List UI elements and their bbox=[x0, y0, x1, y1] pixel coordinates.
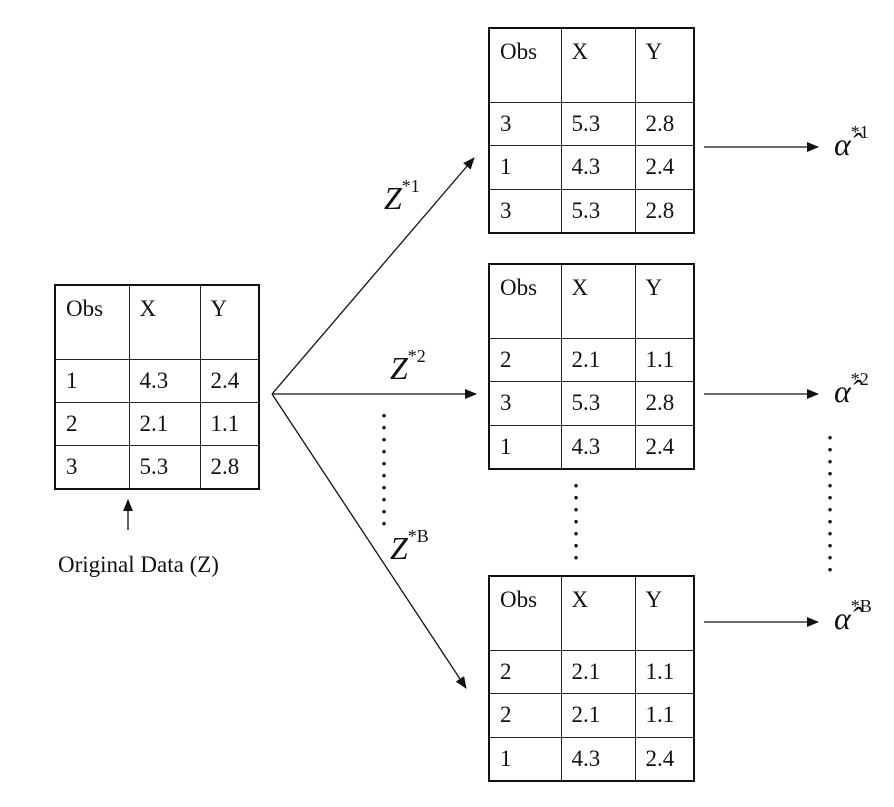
header-obs: Obs bbox=[490, 29, 562, 103]
cell: 2 bbox=[490, 649, 562, 695]
arrow-to-sample-b bbox=[271, 393, 467, 689]
cell: 2.8 bbox=[634, 101, 693, 147]
cell: 1.1 bbox=[199, 401, 258, 447]
cell: 2.4 bbox=[634, 145, 693, 190]
cell: 2.4 bbox=[634, 424, 693, 468]
header-obs: Obs bbox=[490, 577, 562, 651]
z-base: Z bbox=[390, 530, 408, 566]
arrow-to-sample-1 bbox=[271, 157, 475, 395]
cell: 1 bbox=[56, 358, 130, 403]
alpha-hat: α̂ bbox=[834, 373, 851, 409]
sample-1-label: Z*1 bbox=[384, 176, 420, 217]
z-sup: *B bbox=[407, 526, 429, 546]
cell: 4.3 bbox=[560, 145, 636, 190]
ellipsis-middle: ······· bbox=[572, 473, 580, 570]
header-y: Y bbox=[634, 265, 693, 339]
cell: 5.3 bbox=[560, 381, 636, 426]
ellipsis-left: ·········· bbox=[380, 403, 388, 536]
cell: 2.1 bbox=[560, 337, 636, 383]
cell: 3 bbox=[490, 381, 562, 426]
cell: 1.1 bbox=[634, 649, 693, 695]
header-x: X bbox=[560, 265, 636, 339]
estimate-1-label: α̂*1 bbox=[834, 122, 869, 163]
sample-2-label: Z*2 bbox=[390, 346, 426, 387]
cell: 1.1 bbox=[634, 337, 693, 383]
cell: 2.1 bbox=[560, 693, 636, 738]
cell: 3 bbox=[490, 188, 562, 232]
estimate-2-label: α̂*2 bbox=[834, 369, 869, 410]
ellipsis-right: ············ bbox=[826, 425, 834, 582]
cell: 1 bbox=[490, 424, 562, 468]
alpha-sup: *2 bbox=[850, 369, 869, 389]
cell: 5.3 bbox=[560, 101, 636, 147]
original-data-caption: Original Data (Z) bbox=[58, 552, 219, 577]
z-base: Z bbox=[390, 350, 408, 386]
cell: 2 bbox=[56, 401, 130, 447]
cell: 4.3 bbox=[560, 736, 636, 780]
header-obs: Obs bbox=[490, 265, 562, 339]
estimate-b-label: α̂*B bbox=[834, 596, 872, 637]
z-sup: *1 bbox=[401, 176, 420, 196]
cell: 2.1 bbox=[128, 401, 201, 447]
alpha-hat: α̂ bbox=[834, 126, 851, 162]
cell: 2 bbox=[490, 337, 562, 383]
cell: 2.1 bbox=[560, 649, 636, 695]
cell: 2.4 bbox=[199, 358, 258, 403]
cell: 4.3 bbox=[560, 424, 636, 468]
cell: 3 bbox=[56, 445, 130, 488]
cell: 2.8 bbox=[199, 445, 258, 488]
cell: 1 bbox=[490, 145, 562, 190]
header-obs: Obs bbox=[56, 286, 130, 360]
header-x: X bbox=[560, 29, 636, 103]
cell: 4.3 bbox=[128, 358, 201, 403]
cell: 2.8 bbox=[634, 188, 693, 232]
cell: 2.4 bbox=[634, 736, 693, 780]
cell: 3 bbox=[490, 101, 562, 147]
cell: 2.8 bbox=[634, 381, 693, 426]
header-x: X bbox=[128, 286, 201, 360]
header-y: Y bbox=[199, 286, 258, 360]
alpha-hat: α̂ bbox=[834, 600, 851, 636]
z-base: Z bbox=[384, 180, 402, 216]
alpha-sup: *1 bbox=[850, 122, 869, 142]
cell: 2 bbox=[490, 693, 562, 738]
header-x: X bbox=[560, 577, 636, 651]
header-y: Y bbox=[634, 29, 693, 103]
cell: 5.3 bbox=[560, 188, 636, 232]
z-sup: *2 bbox=[407, 346, 426, 366]
alpha-sup: *B bbox=[850, 596, 872, 616]
sample-b-label: Z*B bbox=[390, 526, 429, 567]
cell: 5.3 bbox=[128, 445, 201, 488]
cell: 1 bbox=[490, 736, 562, 780]
cell: 1.1 bbox=[634, 693, 693, 738]
header-y: Y bbox=[634, 577, 693, 651]
